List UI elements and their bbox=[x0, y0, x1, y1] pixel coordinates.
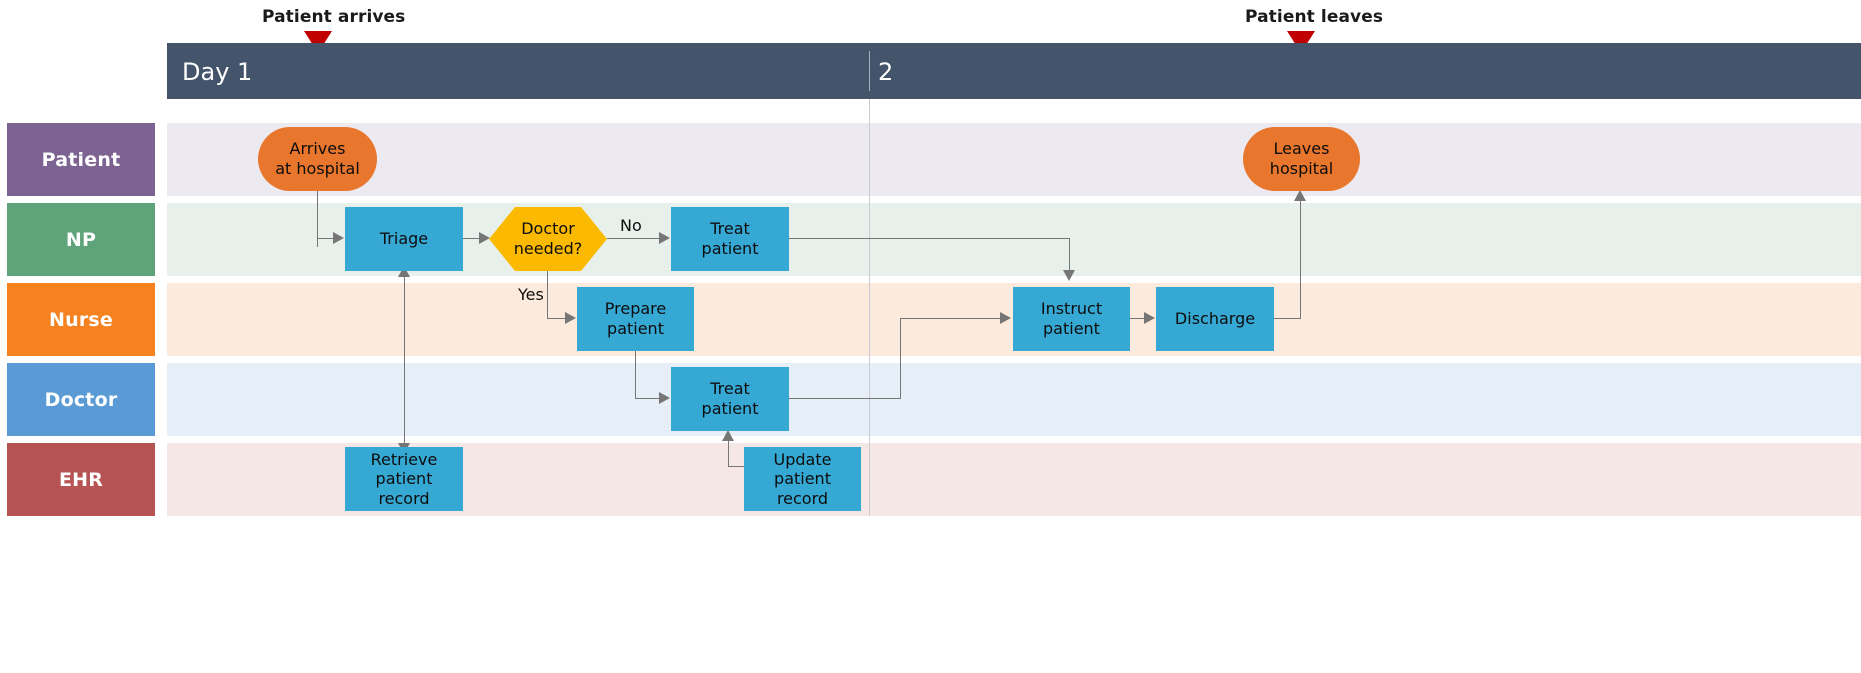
arrowhead-instruct-discharge bbox=[1144, 312, 1155, 324]
timeline-tick-day2 bbox=[869, 51, 870, 91]
connector-prepare-treatdr-v bbox=[635, 351, 637, 398]
arrowhead-triage-decision bbox=[479, 232, 490, 244]
connector-update-treatdr-v bbox=[728, 441, 730, 467]
lane-body-patient bbox=[167, 123, 1861, 196]
arrowhead-treatnp-instruct bbox=[1063, 270, 1075, 281]
node-triage[interactable]: Triage bbox=[345, 207, 463, 271]
connector-treatdr-instruct-h2 bbox=[900, 318, 1001, 320]
lane-label-ehr: EHR bbox=[58, 468, 104, 491]
arrowhead-decision-prepare bbox=[565, 312, 576, 324]
lane-label-patient: Patient bbox=[41, 148, 121, 171]
connector-prepare-treatdr-h bbox=[635, 398, 660, 400]
lane-header-patient[interactable]: Patient bbox=[7, 123, 155, 196]
connector-decision-prepare-h bbox=[547, 318, 566, 320]
connector-treatdr-instruct-v bbox=[900, 318, 902, 399]
connector-triage-decision bbox=[463, 238, 480, 240]
connector-decision-treatnp bbox=[607, 238, 661, 240]
timeline-period-day2: 2 bbox=[878, 58, 894, 86]
connector-treatnp-instruct-h bbox=[789, 238, 1070, 240]
lane-label-np: NP bbox=[65, 228, 97, 251]
milestone-label-patient-arrives: Patient arrives bbox=[262, 7, 406, 27]
connector-decision-prepare-v bbox=[547, 271, 549, 318]
arrowhead-update-treatdr bbox=[722, 430, 734, 441]
connector-instruct-discharge bbox=[1130, 318, 1145, 320]
connector-triage-retrieve bbox=[404, 276, 406, 444]
connector-treatnp-instruct-v bbox=[1069, 238, 1071, 272]
lane-header-nurse[interactable]: Nurse bbox=[7, 283, 155, 356]
connector-discharge-leaves-h bbox=[1274, 318, 1301, 320]
arrowhead-prepare-treatdr bbox=[659, 392, 670, 404]
arrowhead-decision-treatnp bbox=[659, 232, 670, 244]
node-discharge[interactable]: Discharge bbox=[1156, 287, 1274, 351]
lane-header-ehr[interactable]: EHR bbox=[7, 443, 155, 516]
node-label-triage: Triage bbox=[379, 229, 429, 249]
day-divider-line bbox=[869, 99, 870, 516]
milestone-label-patient-leaves: Patient leaves bbox=[1245, 7, 1384, 27]
connector-discharge-leaves-v bbox=[1300, 201, 1302, 319]
lane-label-nurse: Nurse bbox=[49, 308, 113, 331]
node-label-discharge: Discharge bbox=[1174, 309, 1256, 329]
arrowhead-arrives-triage bbox=[333, 232, 344, 244]
lane-label-doctor: Doctor bbox=[44, 388, 118, 411]
connector-treatdr-instruct-h1 bbox=[789, 398, 901, 400]
arrowhead-retrieve-triage-up bbox=[398, 266, 410, 277]
edge-label-no: No bbox=[620, 216, 642, 235]
timeline-period-day1: Day 1 bbox=[182, 58, 253, 86]
connector-arrives-triage-h bbox=[317, 238, 334, 240]
timeline-bar bbox=[167, 43, 1861, 99]
arrowhead-treatdr-instruct bbox=[1000, 312, 1011, 324]
lane-body-doctor bbox=[167, 363, 1861, 436]
connector-update-treatdr-h bbox=[728, 466, 746, 468]
lane-header-np[interactable]: NP bbox=[7, 203, 155, 276]
arrowhead-discharge-leaves bbox=[1294, 190, 1306, 201]
connector-arrives-triage-v bbox=[317, 191, 319, 247]
edge-label-yes: Yes bbox=[518, 285, 544, 304]
lane-header-doctor[interactable]: Doctor bbox=[7, 363, 155, 436]
